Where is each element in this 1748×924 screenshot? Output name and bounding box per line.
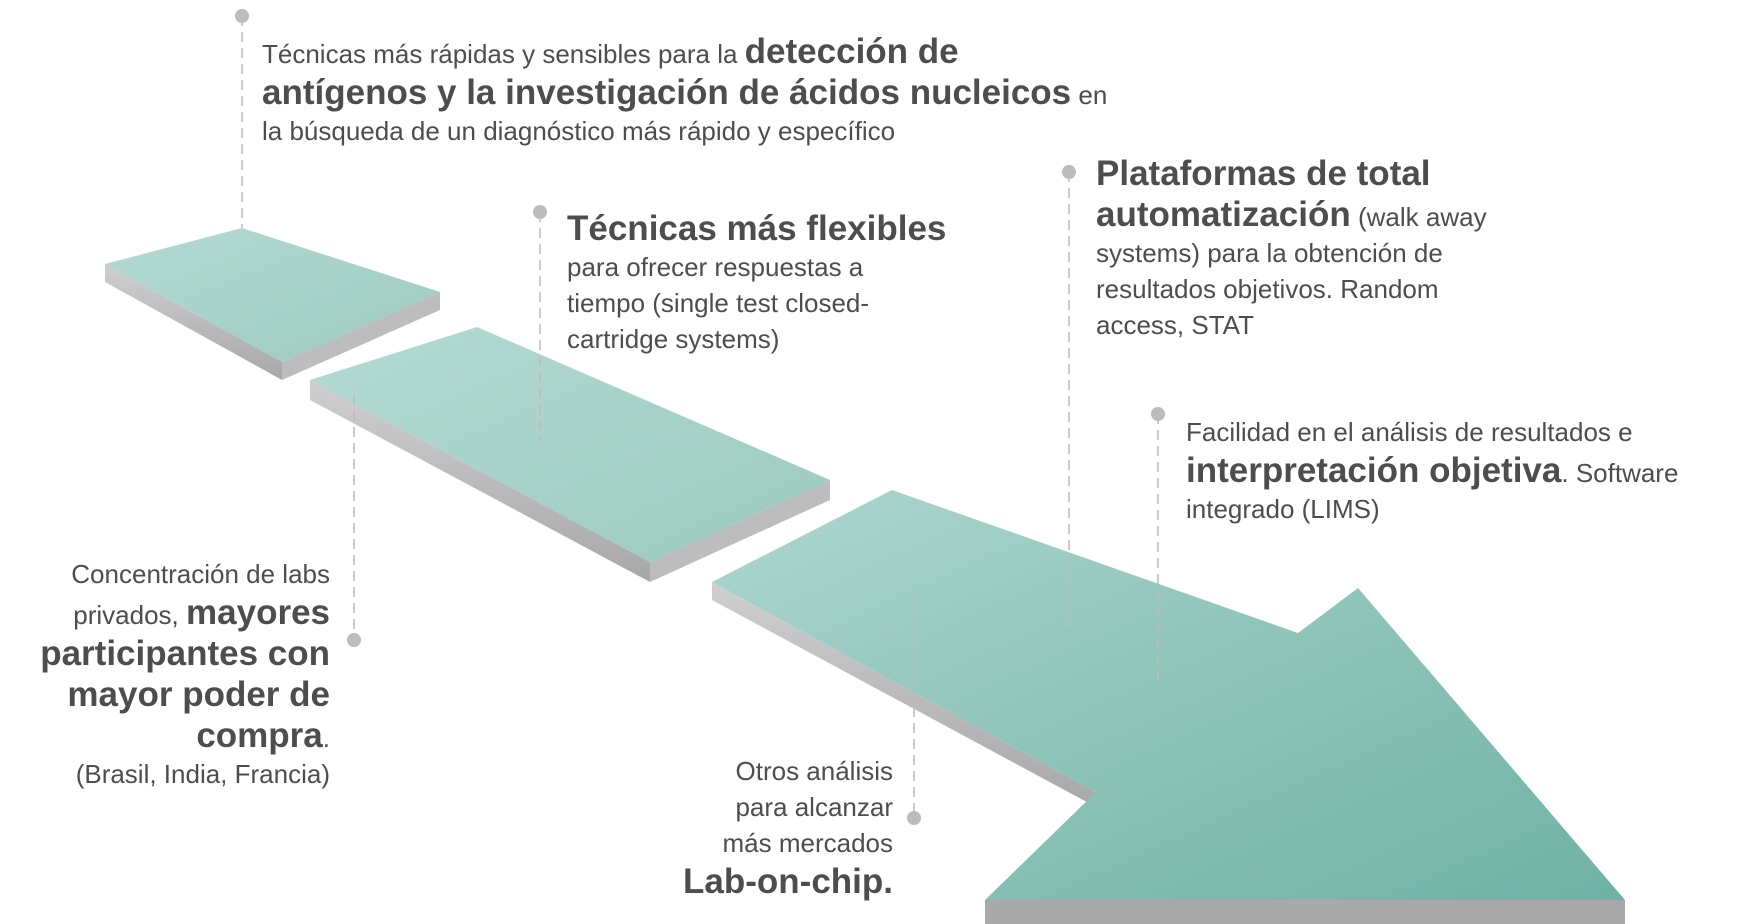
callout-5-bold-3: mayor poder de: [67, 675, 330, 714]
callout-2-line-3: cartridge systems): [567, 324, 780, 354]
callout-5-text-1: privados,: [73, 600, 187, 630]
connector-6: [907, 595, 921, 825]
callout-4-line-3: integrado (LIMS): [1186, 494, 1380, 524]
connector-1: [235, 9, 249, 228]
callout-1-text-1: Técnicas más rápidas y sensibles para la: [262, 39, 745, 69]
callout-1-bold-1: detección de: [744, 32, 959, 71]
slab-1: [105, 228, 440, 380]
callout-5-text-2: .: [322, 723, 330, 753]
slab-2: [310, 327, 830, 582]
callout-rapid-techniques: Técnicas más rápidas y sensibles para la…: [262, 31, 1162, 149]
callout-6-line-3: más mercados: [722, 828, 894, 858]
callout-3-line-4: access, STAT: [1096, 310, 1254, 340]
callout-6-bold: Lab-on-chip.: [683, 862, 893, 901]
callout-automation-platforms: Plataformas de total automatización (wal…: [1096, 153, 1556, 343]
connector-4: [1151, 407, 1165, 680]
callout-3-line-2: systems) para la obtención de: [1096, 238, 1443, 268]
connector-3: [1062, 165, 1076, 628]
callout-3-text-1: (walk away: [1350, 202, 1487, 232]
arrow-shape: [712, 490, 1625, 924]
connector-2: [533, 205, 547, 440]
callout-2-line-1: para ofrecer respuestas a: [567, 252, 864, 282]
callout-2-title: Técnicas más flexibles: [567, 209, 947, 248]
callout-flexible-techniques: Técnicas más flexibles para ofrecer resp…: [567, 208, 987, 357]
callout-1-text-3: la búsqueda de un diagnóstico más rápido…: [262, 116, 896, 146]
callout-result-analysis: Facilidad en el análisis de resultados e…: [1186, 414, 1746, 527]
callout-4-bold: interpretación objetiva: [1186, 451, 1562, 490]
callout-5-bold-4: compra: [196, 716, 323, 755]
callout-2-line-2: tiempo (single test closed-: [567, 288, 870, 318]
callout-5-line-1: Concentración de labs: [71, 559, 330, 589]
callout-6-line-2: para alcanzar: [735, 792, 893, 822]
callout-lab-on-chip: Otros análisis para alcanzar más mercado…: [600, 753, 893, 902]
callout-5-bold-2: participantes con: [40, 634, 330, 673]
connector-dot-4: [1151, 407, 1165, 421]
callout-5-bold-1: mayores: [186, 593, 330, 632]
connector-5: [347, 395, 361, 647]
callout-1-text-2: en: [1071, 80, 1108, 110]
connector-dot-6: [907, 811, 921, 825]
connector-dot-3: [1062, 165, 1076, 179]
callout-3-line-3: resultados objetivos. Random: [1096, 274, 1439, 304]
callout-3-title-2: automatización: [1096, 195, 1351, 234]
callout-4-line-1: Facilidad en el análisis de resultados e: [1186, 417, 1633, 447]
callout-1-bold-2: antígenos y la investigación de ácidos n…: [262, 73, 1072, 112]
callout-4-text-2: . Software: [1561, 458, 1679, 488]
connector-dot-5: [347, 633, 361, 647]
callout-5-line-6: (Brasil, India, Francia): [75, 759, 330, 789]
callout-6-line-1: Otros análisis: [735, 756, 894, 786]
callout-3-title-1: Plataformas de total: [1096, 154, 1431, 193]
callout-lab-concentration: Concentración de labs privados, mayores …: [0, 556, 330, 792]
connector-dot-2: [533, 205, 547, 219]
connector-dot-1: [235, 9, 249, 23]
